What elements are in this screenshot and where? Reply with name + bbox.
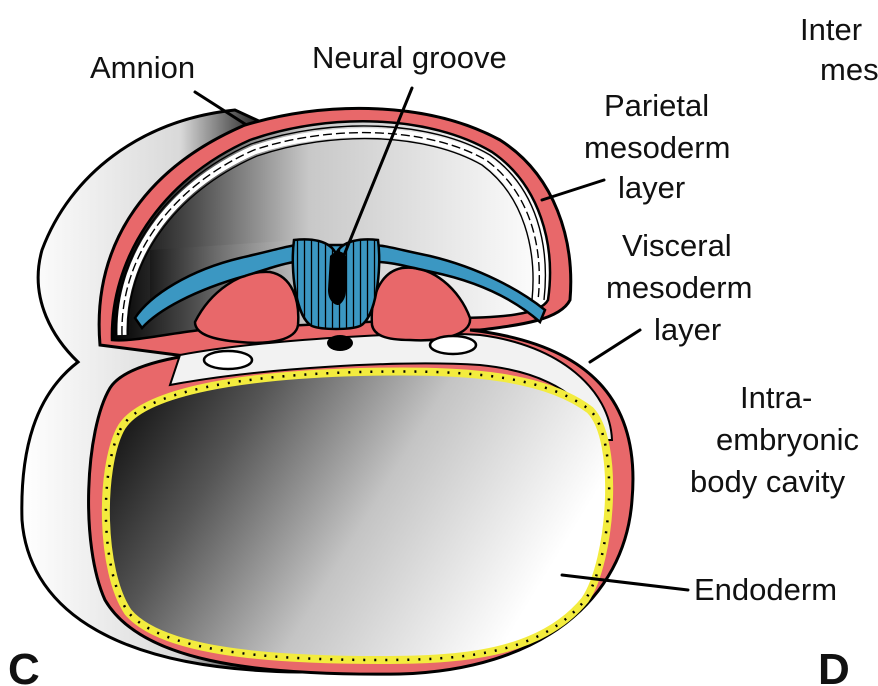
dorsal-aorta-right	[430, 336, 476, 354]
panel-d-label: D	[818, 645, 850, 686]
inter-label-line1: Inter	[800, 12, 862, 47]
parietal-leader	[542, 180, 604, 200]
visceral-label-line1: Visceral	[622, 228, 732, 263]
parietal-label-line2: mesoderm	[584, 130, 730, 165]
neural-groove-label: Neural groove	[312, 40, 507, 75]
intraembryonic-label-line1: Intra-	[740, 380, 812, 415]
amnion-label: Amnion	[90, 50, 195, 85]
parietal-label-line1: Parietal	[604, 88, 709, 123]
notochord	[327, 335, 353, 351]
visceral-label-line2: mesoderm	[606, 270, 752, 305]
panel-c-label: C	[8, 645, 40, 686]
intraembryonic-label-line3: body cavity	[690, 464, 846, 499]
visceral-leader	[590, 330, 640, 362]
inter-label-line2: mes	[820, 52, 878, 87]
parietal-label-line3: layer	[618, 170, 685, 205]
visceral-label-line3: layer	[654, 312, 721, 347]
yolk-sac-cavity	[106, 371, 609, 660]
endoderm-label: Endoderm	[694, 572, 837, 607]
dorsal-aorta-left	[204, 351, 252, 369]
intraembryonic-label-line2: embryonic	[716, 422, 859, 457]
